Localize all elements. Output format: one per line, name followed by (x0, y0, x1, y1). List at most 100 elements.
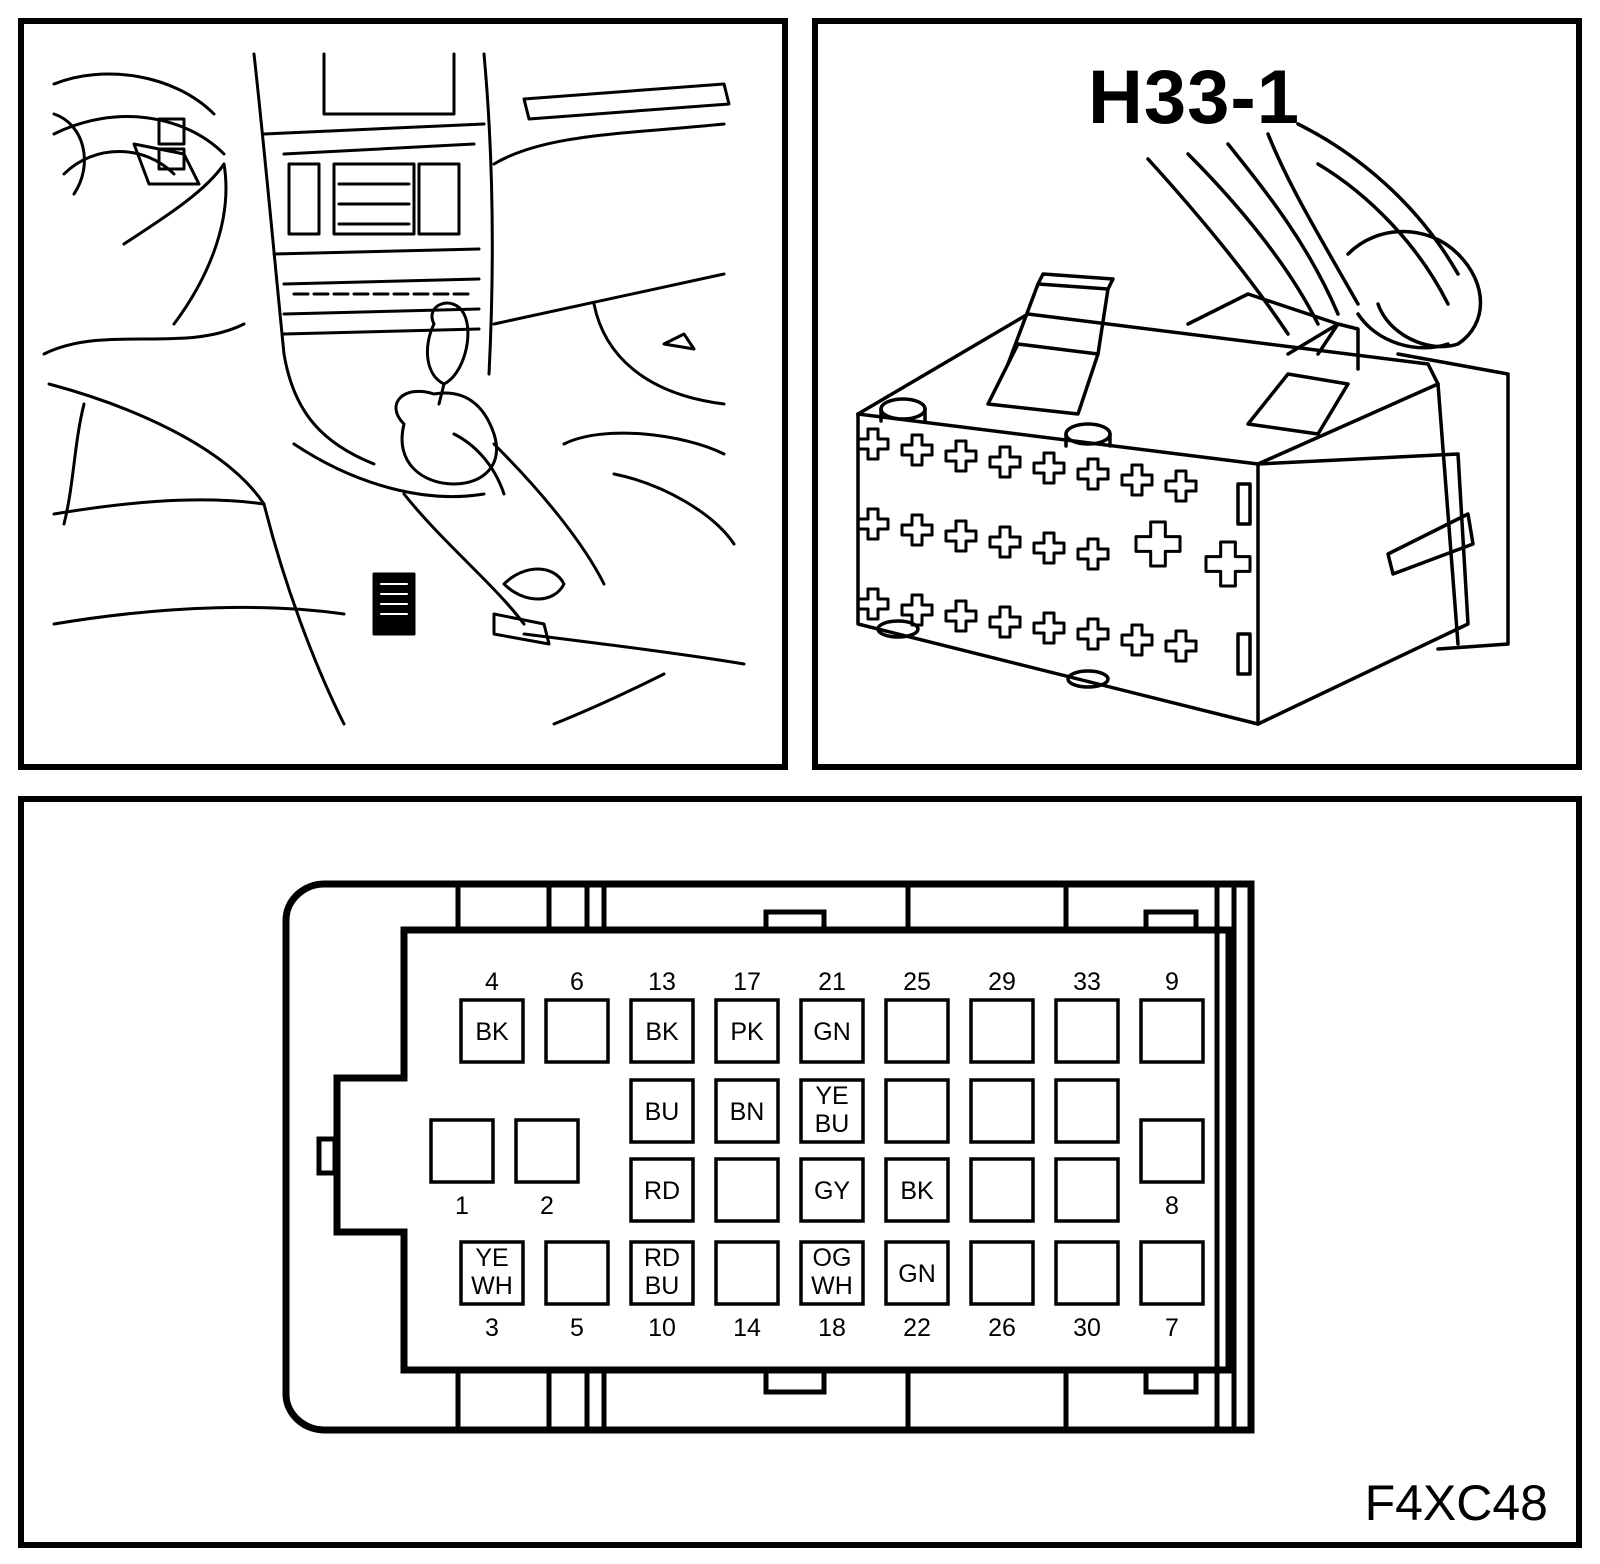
pin-box (629, 1078, 695, 1144)
pin-number: 30 (1073, 1314, 1101, 1342)
connector-label: H33-1 (1088, 55, 1300, 140)
pin-box (1139, 1240, 1205, 1306)
pin-cavity: 29 (969, 968, 1035, 1064)
cavity-shape (1120, 463, 1154, 497)
pin-wire-color: BK (900, 1177, 934, 1205)
pin-cavity: BK 13 (629, 968, 695, 1064)
pin-box (1054, 998, 1120, 1064)
cavity-shape (900, 433, 934, 467)
pin-cavity: BU (629, 1078, 695, 1144)
car-interior-center-console-icon (42, 52, 746, 726)
pin-cavity (1054, 1078, 1120, 1144)
pin-box (884, 1240, 950, 1306)
pin-cavity: RD (629, 1157, 695, 1223)
pin-cavity (969, 1078, 1035, 1144)
pin-box (799, 1078, 865, 1144)
pin-box (884, 1157, 950, 1223)
pin-box (629, 1240, 695, 1306)
pin-cavity: GY (799, 1157, 865, 1223)
connector-h33-1-icon (856, 122, 1510, 726)
pin-wire-color: WH (471, 1272, 513, 1300)
pin-cavity (884, 1078, 950, 1144)
pin-box (459, 1240, 525, 1306)
cavity-shape (988, 445, 1022, 479)
pin-box (714, 1078, 780, 1144)
pin-box (544, 1240, 610, 1306)
pin-number: 33 (1073, 968, 1101, 996)
pin-wire-color: GN (898, 1260, 936, 1288)
cavity-shape (1032, 611, 1066, 645)
cavity-shape (1164, 469, 1198, 503)
pin-box (1139, 998, 1205, 1064)
cavity-shape (944, 519, 978, 553)
pin-cavity: 14 (714, 1240, 780, 1342)
pin-wire-color: RD (644, 1177, 680, 1205)
pin-wire-color: WH (811, 1272, 853, 1300)
pin-cavity: 1 (429, 1118, 495, 1220)
pin-wire-color: BK (645, 1018, 679, 1046)
pin-cavity (714, 1157, 780, 1223)
cavity-shape (1134, 520, 1182, 568)
cavity-shape (856, 587, 890, 621)
pin-number: 26 (988, 1314, 1016, 1342)
pin-box (799, 1157, 865, 1223)
pin-wire-color: BN (730, 1098, 765, 1126)
pin-cavity (1054, 1157, 1120, 1223)
pin-number: 6 (570, 968, 584, 996)
pin-cavity: 30 (1054, 1240, 1120, 1342)
pin-wire-color: PK (730, 1018, 764, 1046)
pin-number: 21 (818, 968, 846, 996)
pin-box (429, 1118, 495, 1184)
pin-wire-color: BK (475, 1018, 509, 1046)
pin-box (799, 1240, 865, 1306)
pin-cavity: BN (714, 1078, 780, 1144)
pin-box (884, 1078, 950, 1144)
pin-number: 18 (818, 1314, 846, 1342)
pin-box (514, 1118, 580, 1184)
cavity-shape (856, 427, 890, 461)
pin-wire-color: OG (813, 1244, 852, 1272)
pin-number: 13 (648, 968, 676, 996)
pin-box (544, 998, 610, 1064)
pin-box (1054, 1157, 1120, 1223)
cavity-shape (1164, 629, 1198, 663)
cavity-shape (988, 525, 1022, 559)
cavity-shape (1032, 531, 1066, 565)
pin-wire-color: BU (815, 1110, 850, 1138)
pin-wire-color: GN (813, 1018, 851, 1046)
pin-box (629, 1157, 695, 1223)
pin-cavity: 33 (1054, 968, 1120, 1064)
pin-cavity: GN 21 (799, 968, 865, 1064)
pin-number: 7 (1165, 1314, 1179, 1342)
pin-box (1054, 1078, 1120, 1144)
pin-cavity: 7 (1139, 1240, 1205, 1342)
pin-wire-color: RD (644, 1244, 680, 1272)
pin-wire-color: GY (814, 1177, 850, 1205)
pin-box (629, 998, 695, 1064)
pin-cavity: 9 (1139, 968, 1205, 1064)
pin-number: 9 (1165, 968, 1179, 996)
pin-cavity: 8 (1139, 1118, 1205, 1220)
pin-box (714, 1157, 780, 1223)
connector-view-panel: H33-1 (812, 18, 1582, 770)
pin-number: 14 (733, 1314, 761, 1342)
cavity-shape (1032, 451, 1066, 485)
pin-wire-color: BU (645, 1272, 680, 1300)
pin-box (969, 1078, 1035, 1144)
pin-number: 8 (1165, 1192, 1179, 1220)
pin-box (799, 998, 865, 1064)
cavity-shape (988, 605, 1022, 639)
pin-box (1139, 1118, 1205, 1184)
pin-box (969, 1240, 1035, 1306)
pin-box (459, 998, 525, 1064)
pin-box (1054, 1240, 1120, 1306)
pin-cavity: 6 (544, 968, 610, 1064)
pin-wire-color: YE (475, 1244, 508, 1272)
